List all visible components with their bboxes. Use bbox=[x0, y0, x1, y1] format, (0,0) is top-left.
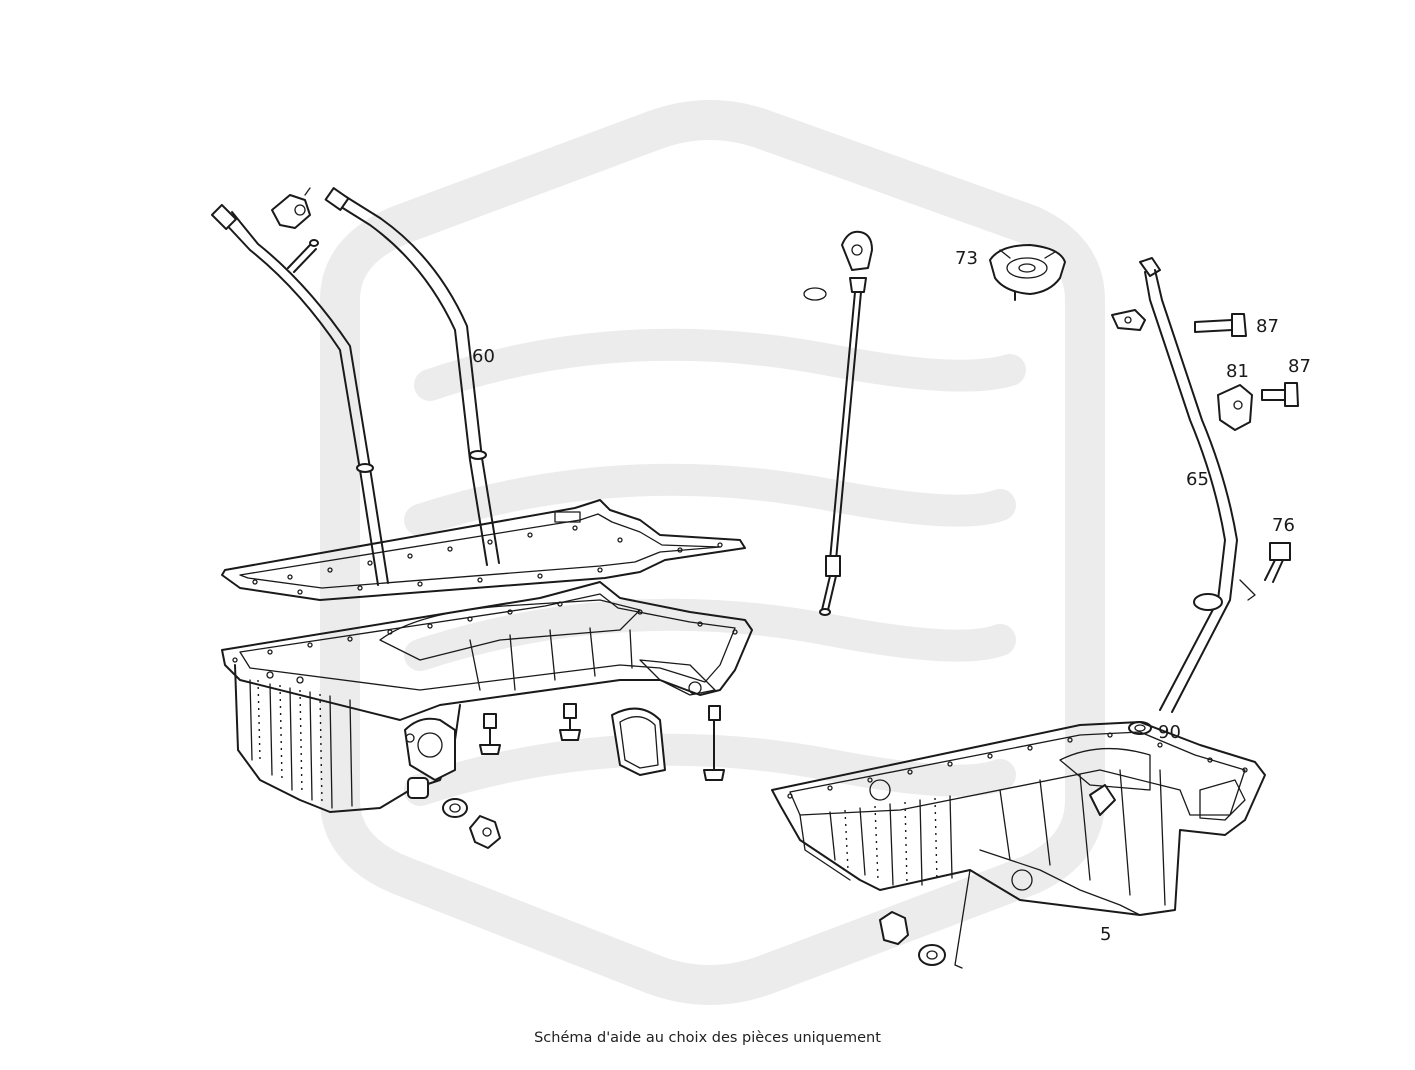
dipstick-tube-60 bbox=[324, 187, 500, 566]
callout-5: 5 bbox=[1100, 924, 1111, 945]
bolt-87-lower bbox=[1261, 382, 1299, 407]
drain-plug-left bbox=[407, 777, 501, 849]
callout-65: 65 bbox=[1186, 469, 1209, 490]
lower-oil-pan-5 bbox=[771, 721, 1266, 916]
left-small-bolts bbox=[479, 703, 725, 781]
watermark-logo bbox=[320, 100, 1105, 1005]
clip-bracket bbox=[271, 187, 311, 229]
left-dipstick-guide-tube bbox=[210, 203, 389, 586]
callout-81: 81 bbox=[1226, 361, 1249, 382]
dipstick-tube-65 bbox=[1111, 257, 1256, 713]
bolt-76 bbox=[1264, 542, 1291, 583]
center-dipstick bbox=[803, 230, 873, 616]
callout-60: 60 bbox=[472, 346, 495, 367]
callout-90: 90 bbox=[1158, 722, 1181, 743]
callout-73: 73 bbox=[955, 248, 978, 269]
oil-pan-gasket bbox=[221, 499, 746, 601]
callout-87-upper: 87 bbox=[1256, 316, 1279, 337]
diagram-caption: Schéma d'aide au choix des pièces unique… bbox=[534, 1030, 881, 1046]
drain-plug-right bbox=[879, 869, 971, 969]
bolt-87-upper bbox=[1194, 313, 1247, 337]
oil-filler-cap-73 bbox=[989, 244, 1066, 301]
sealing-flange bbox=[611, 707, 666, 776]
bracket-81 bbox=[1217, 384, 1253, 431]
upper-oil-pan bbox=[221, 581, 753, 813]
callout-76: 76 bbox=[1272, 515, 1295, 536]
callout-87-lower: 87 bbox=[1288, 356, 1311, 377]
